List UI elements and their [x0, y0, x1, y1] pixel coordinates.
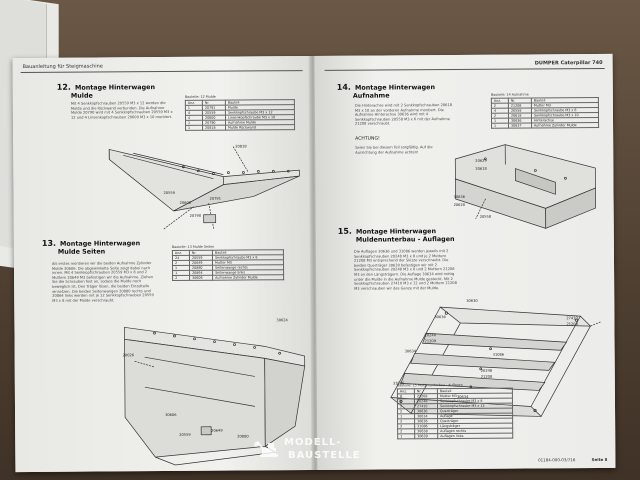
- section-13-title-line1: Montage Hinterwagen: [60, 239, 141, 248]
- callout-label: 30630: [466, 298, 478, 303]
- callout-label: 20818: [235, 144, 247, 149]
- section-13-title: 13.Montage Hinterwagen Mulde Seiten: [42, 239, 140, 256]
- callout-label: 30634: [404, 349, 417, 354]
- section-13-parts-table: Bauteile: 13 Mulde Seiten Anz. Nr. Baute…: [172, 244, 284, 281]
- table-cell: Aufnahme Zylinder Mulde: [212, 274, 284, 281]
- section-15-text: Die Auflagen 30636 und 31086 werden jewe…: [353, 249, 457, 291]
- callout-label: 20649: [211, 428, 223, 433]
- callout-label: 20880: [237, 434, 249, 439]
- attention-heading: ACHTUNG!: [355, 136, 380, 142]
- section-14-text: Die Hinterachse wird mit 2 Senkkopfschra…: [354, 103, 453, 127]
- callout-label: 21208: [480, 374, 493, 379]
- table-cell: 2: [172, 275, 190, 281]
- section-13-number: 13.: [41, 238, 57, 248]
- callout-label: 20248: [424, 333, 436, 338]
- section-12-number: 12.: [56, 82, 71, 92]
- footer-code: 01184-000-03/716: [538, 457, 576, 463]
- section-12-mulde-drawing: [108, 146, 300, 230]
- section-13-title-line2: Mulde Seiten: [57, 247, 106, 256]
- running-head-left: Bauanleitung für Steigmaschine: [22, 63, 103, 71]
- header-rule: [20, 70, 303, 74]
- excavator-logo-icon: [254, 441, 278, 457]
- callout-label: 31086: [492, 352, 505, 357]
- callout-label: 27410: [566, 316, 578, 321]
- table-cell: Auflagen links: [437, 433, 513, 439]
- section-12-title-line2: Mulde: [70, 91, 93, 100]
- section-15-number: 15.: [337, 226, 352, 236]
- page-number: Seite 8: [591, 456, 608, 463]
- callout-label: 20629: [475, 158, 487, 163]
- table-cell: 30637: [508, 122, 532, 129]
- section-12-text: Mit 4 Senkkopfschrauben 20559 M3 x 12 we…: [70, 101, 173, 120]
- callout-label: 20790: [189, 213, 202, 218]
- section-14-title-line2: Aufnahme: [352, 91, 390, 100]
- section-14-aufnahme-drawing: [454, 144, 596, 229]
- watermark-text-line2: BAUSTELLE: [288, 450, 361, 461]
- attention-text: Seien Sie bei diesem Teil sorgfältig. Au…: [355, 145, 433, 155]
- callout-label: 30636: [453, 194, 465, 200]
- left-page: Bauanleitung für Steigmaschine 12.Montag…: [12, 56, 314, 473]
- section-13-mulde-seiten-drawing: [124, 326, 306, 466]
- section-15-parts-table: Bauteile: 15 Muldenunterbau - Auflagen A…: [397, 383, 513, 440]
- section-12-title-line1: Montage Hinterwagen: [74, 83, 156, 92]
- table-cell: Mulde Rückwand: [225, 124, 295, 131]
- table-cell: 30606: [189, 275, 213, 281]
- running-head-right: DUMPER Caterpillar 740: [534, 59, 603, 67]
- callout-label: 30636: [434, 315, 446, 320]
- table-cell: 20818: [202, 125, 226, 131]
- callout-label: 20026: [122, 353, 135, 358]
- callout-label: 21209: [424, 339, 437, 344]
- table-cell: Aufnahme Zylinder Mulde: [531, 122, 599, 128]
- callout-label: 20600: [179, 200, 192, 205]
- section-12-title: 12.Montage Hinterwagen Mulde: [57, 83, 155, 100]
- section-15-title: 15.Montage Hinterwagen Muldenunterbau - …: [338, 227, 455, 244]
- table-cell: 1: [397, 433, 415, 439]
- callout-label: 20791: [209, 196, 221, 201]
- callout-label: 20620: [453, 202, 466, 208]
- instruction-booklet: Bauanleitung für Steigmaschine 12.Montag…: [12, 53, 616, 473]
- callout-label: 20248: [480, 368, 493, 373]
- callout-label: 30624: [276, 318, 288, 323]
- section-15-muldenunterbau-drawing: [389, 306, 601, 417]
- watermark-text-line1: MODELL-: [284, 437, 342, 448]
- callout-label: 20559: [179, 432, 191, 437]
- callout-label: 20558: [479, 214, 492, 219]
- section-14-parts-table: Bauteile: 14 Aufnahme Anz. Nr. Bauteil 2…: [491, 92, 599, 129]
- section-14-number: 14.: [336, 82, 351, 92]
- section-14-title-line1: Montage Hinterwagen: [354, 83, 436, 92]
- table-cell: 1: [185, 125, 203, 131]
- section-14-title: 14.Montage Hinterwagen Aufnahme: [337, 83, 435, 100]
- section-15-title-line2: Muldenunterbau - Auflagen: [355, 235, 455, 244]
- callout-label: 20559: [163, 190, 175, 196]
- table-cell: 1: [491, 123, 509, 129]
- callout-label: 21208: [566, 322, 578, 327]
- callout-label: 20618: [475, 166, 487, 171]
- watermark-logo: MODELL- BAUSTELLE: [254, 438, 394, 468]
- header-rule: [324, 67, 605, 71]
- right-page: DUMPER Caterpillar 740 14.Montage Hinter…: [314, 53, 616, 470]
- callout-label: 30606: [165, 412, 177, 418]
- table-cell: 30639: [414, 433, 438, 439]
